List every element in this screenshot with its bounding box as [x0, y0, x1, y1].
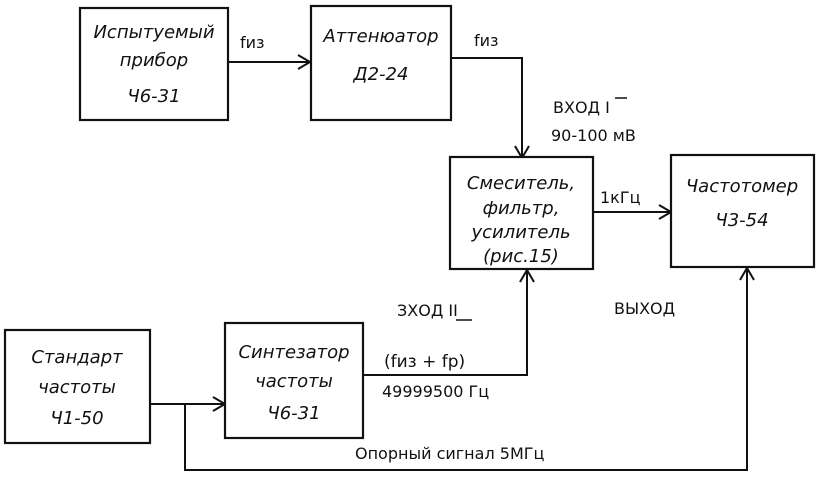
block-synth-line-1: Синтезатор [238, 342, 349, 363]
block-counter: Частотомер Ч3-54 [669, 153, 816, 269]
wire-synth-to-mixer [363, 270, 528, 376]
block-attenuator-line-2: Д2-24 [353, 64, 409, 85]
block-synth-line-3: Ч6-31 [267, 403, 320, 424]
block-attenuator-frame [309, 4, 453, 122]
label-fiz-attenuator: fиз [474, 31, 499, 50]
label-output: ВЫХОД [614, 299, 675, 318]
block-device-line-3: Ч6-31 [127, 86, 180, 107]
block-mixer-line-4: (рис.15) [483, 246, 559, 267]
block-device-line-2: прибор [120, 50, 188, 71]
block-standard-line-2: частоты [38, 377, 116, 398]
label-sum-freq: (fиз + fр) [384, 352, 465, 372]
block-mixer-line-3: усилитель [470, 222, 570, 243]
wire-attenuator-to-mixer [440, 57, 523, 158]
block-attenuator-line-1: Аттенюатор [322, 26, 438, 47]
wire-reference-to-counter [184, 268, 748, 471]
block-standard: Стандарт частоты Ч1-50 [3, 328, 152, 445]
connections [150, 54, 755, 471]
block-counter-frame [669, 153, 816, 269]
block-mixer-line-2: фильтр, [483, 198, 560, 219]
block-counter-line-2: Ч3-54 [715, 210, 768, 231]
block-attenuator: Аттенюатор Д2-24 [309, 4, 453, 122]
label-synth-freq: 49999500 Гц [382, 382, 489, 401]
label-reference: Опорный сигнал 5МГц [355, 444, 545, 463]
block-device-line-1: Испытуемый [93, 22, 214, 43]
block-standard-line-1: Стандарт [31, 347, 123, 368]
label-khz: 1кГц [600, 188, 641, 207]
block-mixer-line-1: Смеситель, [467, 173, 575, 194]
block-synth-frame [223, 321, 365, 440]
label-fiz-device: fиз [240, 33, 265, 52]
block-synth-line-2: частоты [255, 371, 333, 392]
block-standard-frame [3, 328, 152, 445]
label-input2-name: ЗХОД II [397, 301, 458, 320]
signal-labels: fиз fиз ВХОД I 90-100 мВ 1кГц ЗХОД II ВЫ… [240, 31, 675, 463]
block-mixer-frame [448, 155, 595, 271]
label-input1-level: 90-100 мВ [551, 126, 636, 145]
block-device-frame [78, 6, 230, 122]
label-input1-name: ВХОД I [553, 98, 610, 117]
block-device: Испытуемый прибор Ч6-31 [78, 6, 230, 122]
block-counter-line-1: Частотомер [686, 176, 798, 197]
block-synth: Синтезатор частоты Ч6-31 [223, 321, 365, 440]
block-mixer: Смеситель, фильтр, усилитель (рис.15) [448, 155, 595, 271]
block-standard-line-3: Ч1-50 [50, 408, 103, 429]
